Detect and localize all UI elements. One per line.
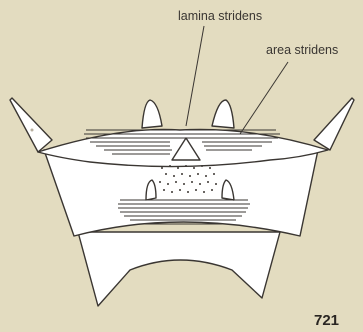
middle-plate-hatching [118,200,250,224]
area-stridens-label: area stridens [266,43,338,57]
paper-speck [31,129,34,132]
figure-number: 721 [314,312,339,329]
lamina-stridens-label: lamina stridens [178,9,262,23]
